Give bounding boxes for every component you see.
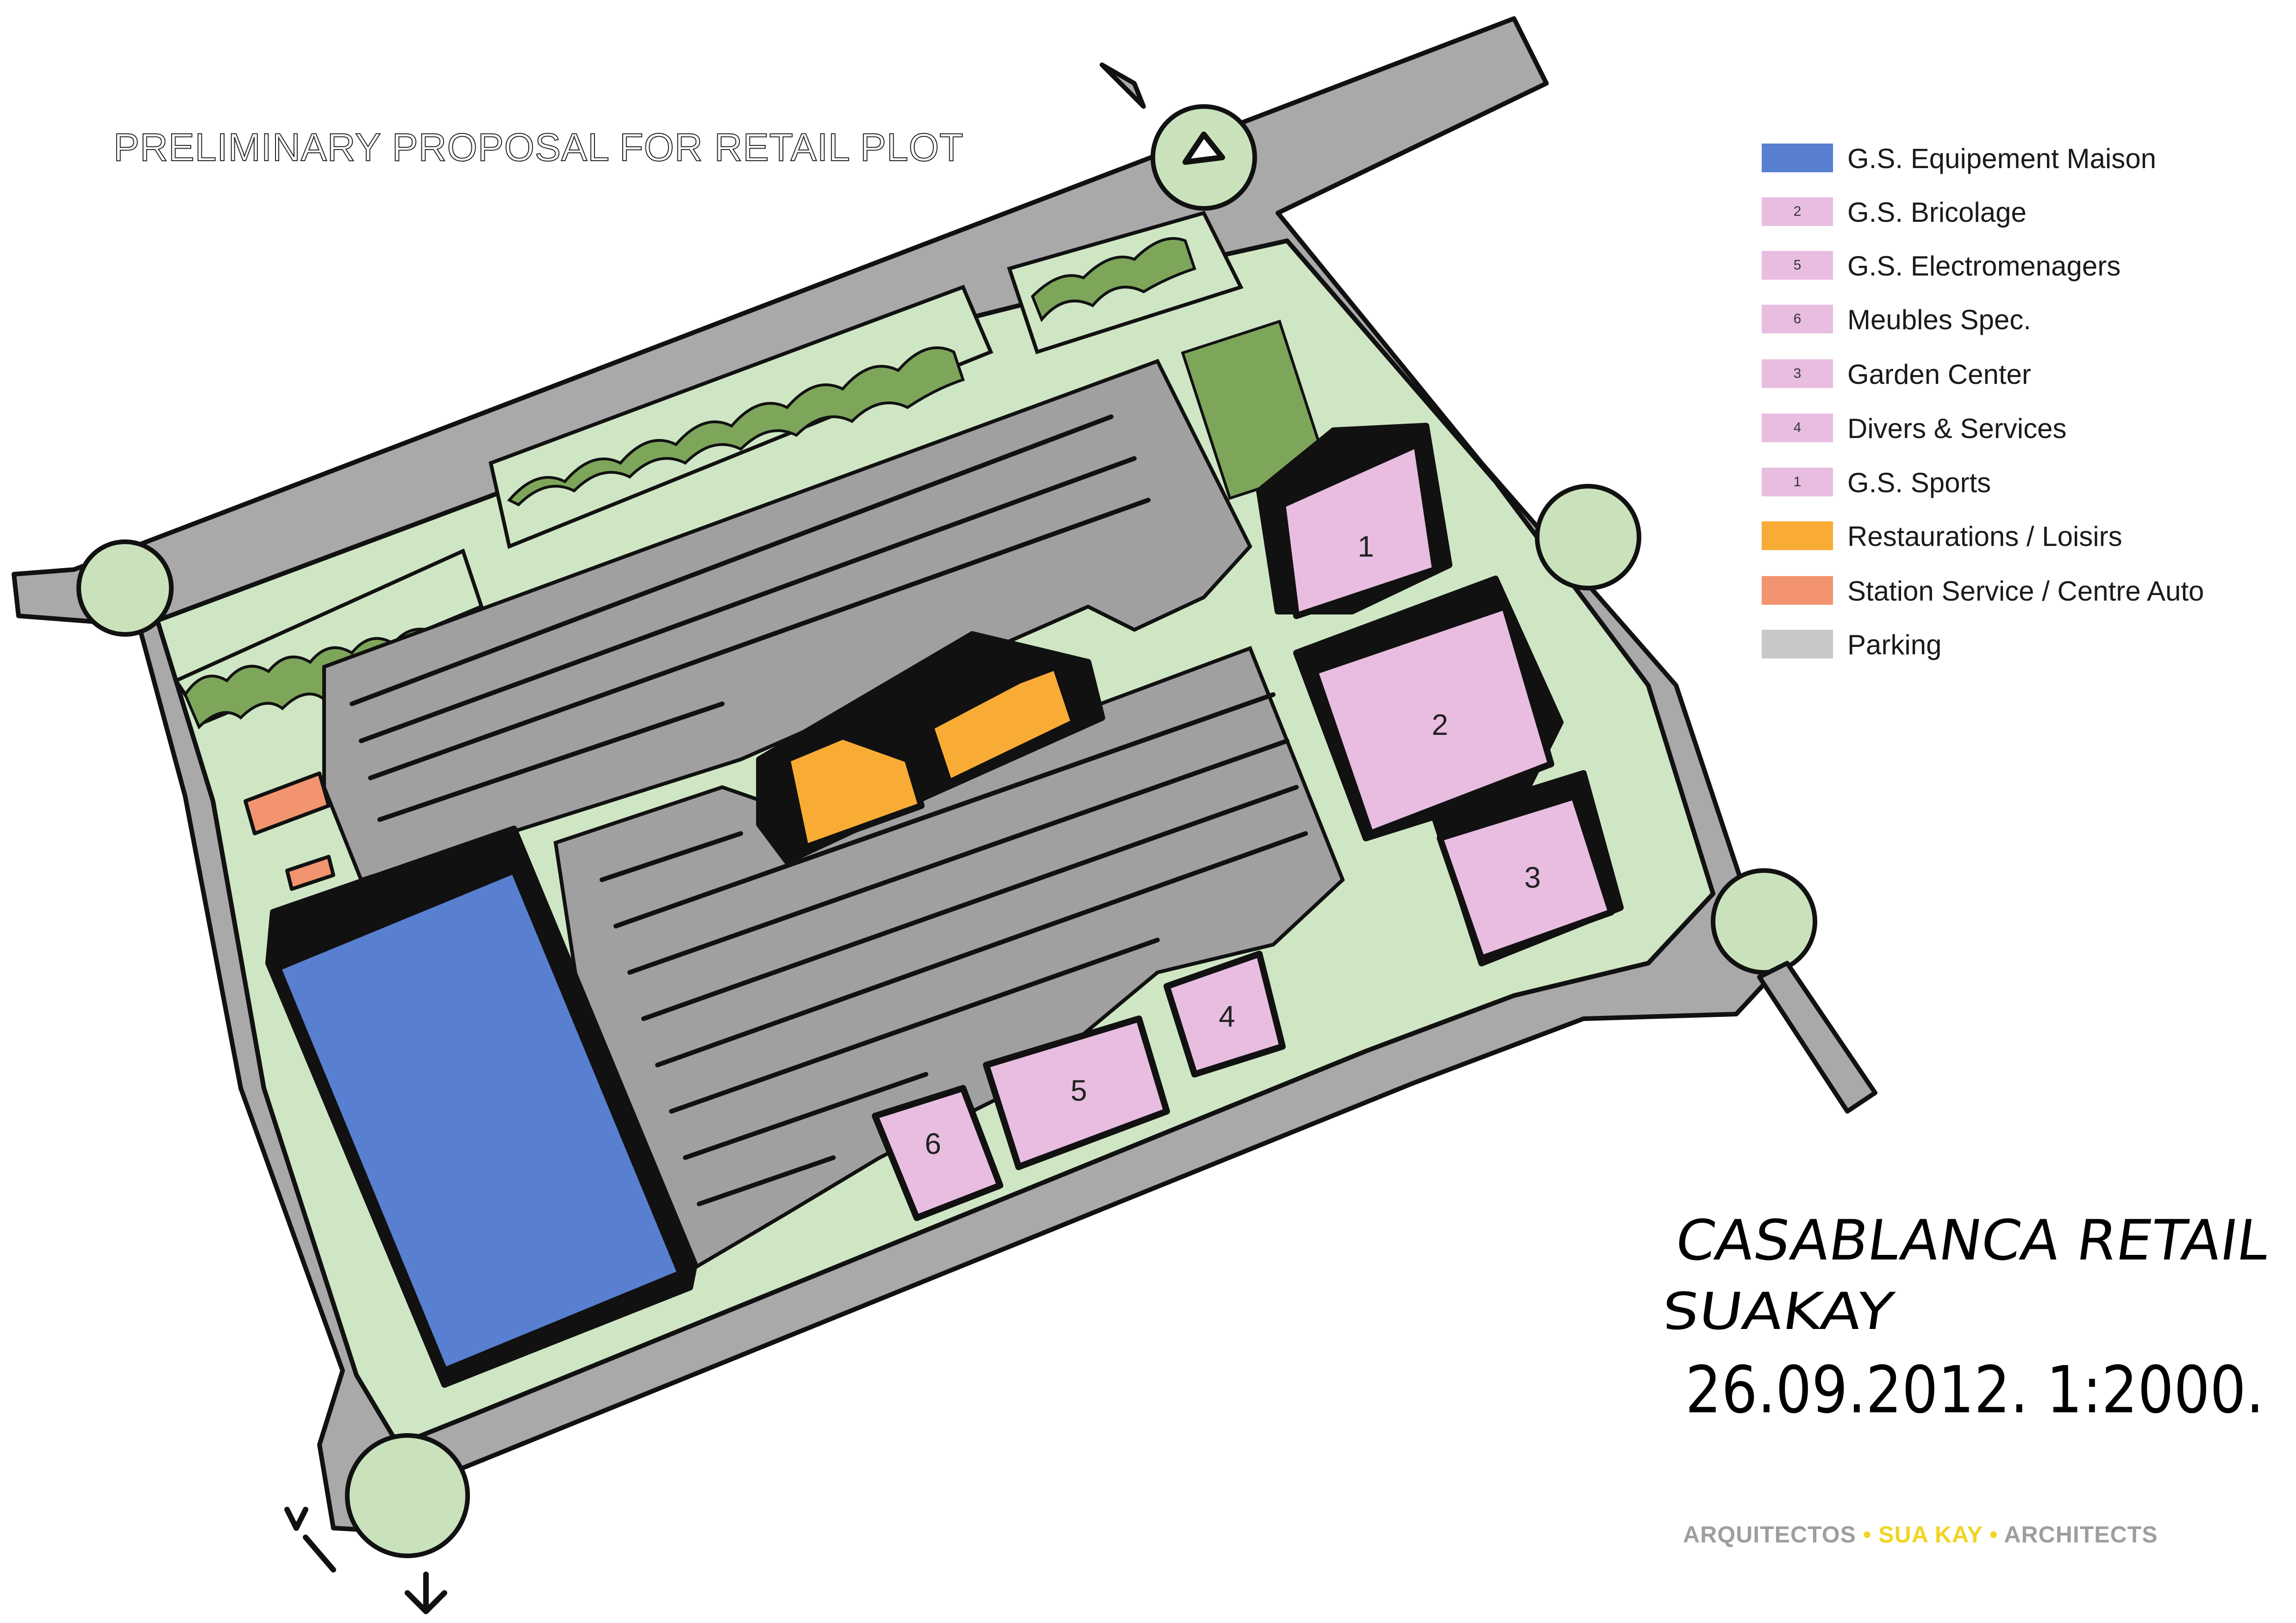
legend-item-divers-services: 4 Divers & Services [1762,409,2285,451]
building-label-3: 3 [1524,861,1541,894]
handwritten-annotation: CASABLANCA RETAIL SUAKAY 26.09.2012. 1:2… [1667,1209,2273,1428]
legend-swatch [1762,576,1833,605]
legend-label: G.S. Electromenagers [1847,251,2121,282]
building-restaurants-a [784,733,925,851]
legend-label: G.S. Bricolage [1847,197,2027,228]
legend-item-sports: 1 G.S. Sports [1762,463,2285,505]
credits-sep2: • [1982,1522,2004,1548]
legend-item-restaurations: Restaurations / Loisirs [1762,517,2285,558]
legend-swatch-label: 6 [1793,311,1802,326]
spur-road-north [1100,63,1146,109]
legend-label: Garden Center [1847,359,2031,390]
credits-sep1: • [1856,1522,1879,1548]
building-labels: 1 2 3 4 5 6 [925,530,1541,1160]
building-1 [1279,441,1439,619]
legend-label: G.S. Sports [1847,467,1991,498]
legend-label: Divers & Services [1847,413,2067,444]
legend-label: Station Service / Centre Auto [1847,576,2204,607]
building-label-2: 2 [1432,708,1448,741]
building-label-5: 5 [1070,1074,1087,1107]
spur-road-east [1757,961,1877,1114]
arrow-roundabout-icon [1182,132,1225,165]
legend-label: Restaurations / Loisirs [1847,521,2122,552]
legend-swatch-label: 2 [1793,204,1802,219]
building-4 [1164,951,1286,1078]
building-restaurants-b [927,664,1077,786]
arrow-down-icon [405,1572,447,1614]
legend-label: G.S. Equipement Maison [1847,143,2157,174]
credits-part3: ARCHITECTS [2004,1522,2158,1548]
building-label-1: 1 [1358,530,1374,563]
legend-swatch-label: 1 [1793,474,1802,489]
legend-swatch: 3 [1762,359,1833,388]
page-title: PRELIMINARY PROPOSAL FOR RETAIL PLOT [113,125,964,169]
legend-swatch-label: 3 [1793,366,1802,381]
parking-north [322,359,1252,882]
building-centre-auto [285,855,335,891]
handwritten-line-1: CASABLANCA RETAIL [1671,1209,2273,1273]
legend-swatch: 4 [1762,414,1833,442]
legend-swatch: 2 [1762,197,1833,226]
building-label-4: 4 [1219,1000,1235,1033]
tree-cluster [507,346,965,507]
legend-swatch [1762,521,1833,550]
legend-item-meubles: 6 Meubles Spec. [1762,300,2285,342]
legend-swatch [1762,630,1833,658]
roundabout-south [345,1433,470,1558]
legend-item-bricolage: 2 G.S. Bricolage [1762,193,2285,234]
legend-swatch: 6 [1762,305,1833,333]
building-3 [1437,793,1614,962]
legend-swatch: 1 [1762,468,1833,496]
building-2 [1312,603,1554,837]
roundabout-west [76,539,174,637]
tree-cluster [1031,237,1196,322]
legend-swatch-label: 5 [1793,257,1802,273]
legend-swatch-label [1762,576,1833,605]
legend-item-parking: Parking [1762,625,2285,667]
legend-swatch-label [1762,144,1833,172]
parking-stalls [350,414,1308,1206]
roundabout-east-top [1535,484,1641,590]
credits-part1: ARQUITECTOS [1683,1522,1856,1548]
building-equipement-maison [275,867,684,1374]
building-label-6: 6 [925,1127,941,1160]
handwritten-line-3: 26.09.2012. 1:2000. [1685,1353,2264,1428]
building-6 [872,1085,1003,1221]
arrow-left-icon [284,1507,336,1573]
architect-credits: ARQUITECTOS • SUA KAY • ARCHITECTS [1683,1521,2158,1548]
legend-item-electromenagers: 5 G.S. Electromenagers [1762,246,2285,288]
legend-item-garden-center: 3 Garden Center [1762,355,2285,396]
tree-strips [173,211,1329,730]
arrow-icons [284,132,1225,1614]
buildings [244,423,1624,1388]
legend-swatch-label: 4 [1793,420,1802,435]
legend-item-equipement-maison: G.S. Equipement Maison [1762,139,2285,181]
legend-item-station-service: Station Service / Centre Auto [1762,571,2285,613]
roundabout-east [1711,868,1817,975]
building-5 [983,1015,1170,1170]
legend-swatch [1762,144,1833,172]
legend-swatch: 5 [1762,251,1833,280]
legend-swatch-label [1762,521,1833,550]
legend-swatch-label [1762,630,1833,658]
legend-label: Meubles Spec. [1847,304,2031,335]
building-station-service [244,771,331,835]
legend-label: Parking [1847,629,1942,660]
handwritten-line-2: SUAKAY [1667,1282,1897,1341]
credits-part2: SUA KAY [1878,1522,1983,1548]
